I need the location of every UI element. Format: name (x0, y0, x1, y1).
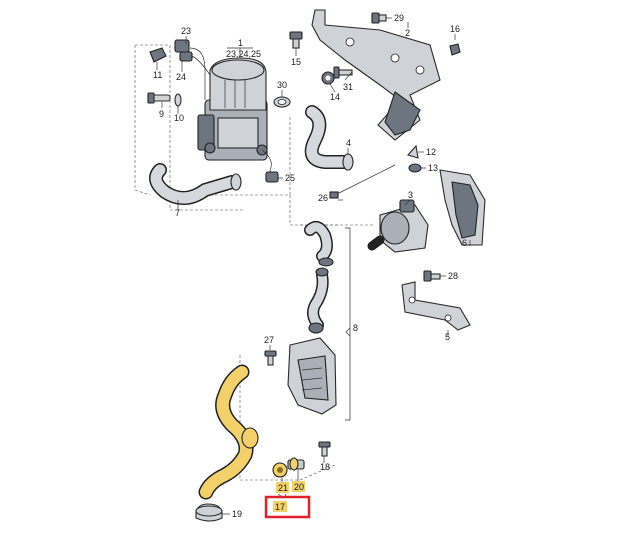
callout-15[interactable]: 15 (291, 57, 301, 67)
callout-28[interactable]: 28 (448, 271, 458, 281)
callout-26[interactable]: 26 (318, 193, 328, 203)
washer-part-10[interactable] (174, 93, 182, 107)
cover-part-6[interactable] (439, 169, 486, 246)
grommet-part-12[interactable] (407, 144, 419, 159)
callout-20[interactable]: 20 (294, 482, 304, 492)
stud-part-31[interactable] (333, 66, 353, 79)
callout-9[interactable]: 9 (159, 109, 164, 119)
highlighted-callouts: 21 20 17 (264, 470, 311, 519)
callout-27[interactable]: 27 (264, 335, 274, 345)
callout-labels: 1 23,24,25 23 24 11 9 10 25 30 7 4 29 2 … (153, 13, 467, 519)
callout-3[interactable]: 3 (408, 190, 413, 200)
bolt-part-29[interactable] (371, 12, 387, 24)
fitting-part-20[interactable] (287, 457, 305, 471)
callout-14[interactable]: 14 (330, 92, 340, 102)
callout-20-bg (292, 481, 305, 492)
callout-19[interactable]: 19 (232, 509, 242, 519)
callout-7[interactable]: 7 (175, 208, 180, 218)
leader-lines (156, 17, 471, 515)
clamp-part-30[interactable] (273, 96, 291, 108)
connector-part-23-24[interactable] (174, 39, 211, 100)
bolt-part-27[interactable] (264, 350, 277, 366)
heater-unit-part-1[interactable] (197, 57, 268, 161)
callout-17-bg (273, 501, 287, 512)
clip-part-11[interactable] (149, 47, 167, 63)
callout-11[interactable]: 11 (153, 70, 162, 80)
cap-part-19[interactable] (195, 503, 223, 522)
callout-31[interactable]: 31 (343, 82, 353, 92)
bolt-part-18[interactable] (318, 441, 331, 457)
callout-30[interactable]: 30 (277, 80, 287, 90)
grommet-part-13[interactable] (408, 163, 422, 173)
callout-6[interactable]: 6 (462, 238, 467, 248)
grommet-part-14[interactable] (321, 71, 335, 85)
callout-16[interactable]: 16 (450, 24, 460, 34)
callout-13[interactable]: 13 (428, 163, 438, 173)
callout-24[interactable]: 24 (176, 72, 186, 82)
hose-part-4[interactable] (304, 105, 354, 171)
callout-2[interactable]: 2 (405, 28, 410, 38)
hose-assembly-part-8[interactable] (287, 221, 351, 421)
sensor-part-25[interactable] (261, 149, 279, 183)
callout-8[interactable]: 8 (353, 323, 358, 333)
callout-23[interactable]: 23 (181, 26, 191, 36)
pump-part-3[interactable] (367, 199, 429, 253)
callout-25[interactable]: 25 (285, 173, 295, 183)
bolt-part-15[interactable] (289, 31, 303, 49)
callout-4[interactable]: 4 (346, 138, 351, 148)
cable-tie-part-26[interactable] (329, 164, 396, 199)
callout-21-bg (276, 482, 289, 493)
bracket-part-2[interactable] (311, 9, 441, 141)
callout-18[interactable]: 18 (320, 462, 330, 472)
callout-5[interactable]: 5 (445, 332, 450, 342)
callout-12[interactable]: 12 (426, 147, 436, 157)
callout-1-sub: 23,24,25 (226, 49, 261, 59)
selected-part-highlight-box[interactable] (264, 495, 311, 519)
highlighted-hose-part-17[interactable] (198, 364, 259, 500)
bolt-part-28[interactable] (423, 270, 441, 282)
bracket-part-5[interactable] (401, 281, 471, 331)
callout-29[interactable]: 29 (394, 13, 404, 23)
bolt-part-9[interactable] (147, 92, 171, 104)
fitting-part-21[interactable] (272, 462, 288, 478)
hose-part-7[interactable] (149, 163, 242, 205)
callout-1[interactable]: 1 (238, 38, 243, 48)
callout-21[interactable]: 21 (278, 483, 288, 493)
callout-10[interactable]: 10 (174, 113, 184, 123)
nut-part-16[interactable] (449, 43, 461, 56)
callout-17[interactable]: 17 (275, 502, 285, 512)
